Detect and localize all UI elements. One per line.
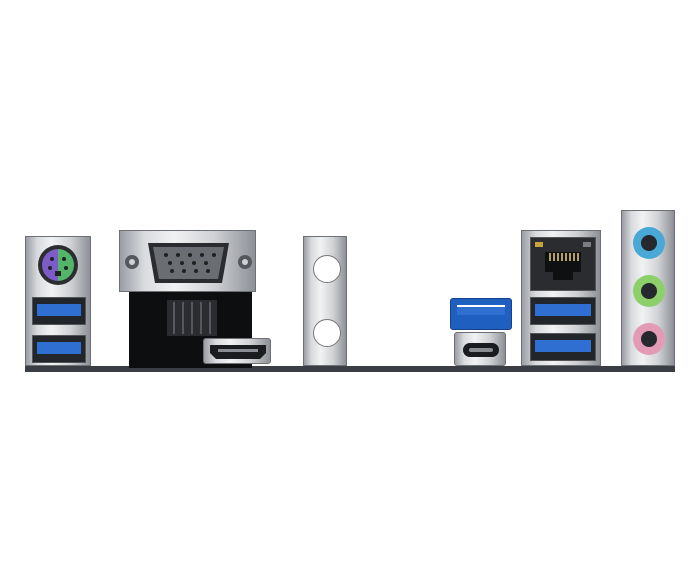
usb-usbc-housing xyxy=(450,298,512,368)
usb-c-port[interactable] xyxy=(454,332,506,366)
mounting-bracket xyxy=(303,236,347,366)
audio-jack-line-out[interactable] xyxy=(631,273,667,309)
ethernet-icon xyxy=(535,242,591,280)
usb3-port-5[interactable] xyxy=(530,333,596,361)
usb-c-icon xyxy=(463,343,499,357)
usb3-port-3[interactable] xyxy=(450,298,512,330)
rj45-lan-port[interactable] xyxy=(530,237,596,291)
ps2-usb-housing xyxy=(25,236,91,366)
vga-icon xyxy=(125,243,252,283)
bracket-hole-bottom xyxy=(313,319,341,347)
usb3-port-1[interactable] xyxy=(32,297,86,325)
vga-port[interactable] xyxy=(119,230,256,292)
ps2-combo-port[interactable] xyxy=(38,245,78,285)
usb3-port-2[interactable] xyxy=(32,335,86,363)
hdmi-icon xyxy=(210,345,266,359)
audio-housing xyxy=(621,210,675,366)
ps2-icon xyxy=(42,249,74,281)
lan-usb-housing xyxy=(521,230,601,366)
vga-hdmi-housing xyxy=(119,230,271,368)
hdmi-port[interactable] xyxy=(203,338,271,364)
audio-jack-mic-in[interactable] xyxy=(631,321,667,357)
bracket-hole-top xyxy=(313,255,341,283)
usb3-port-4[interactable] xyxy=(530,297,596,325)
pcb-edge xyxy=(25,366,675,372)
audio-jack-line-in[interactable] xyxy=(631,225,667,261)
